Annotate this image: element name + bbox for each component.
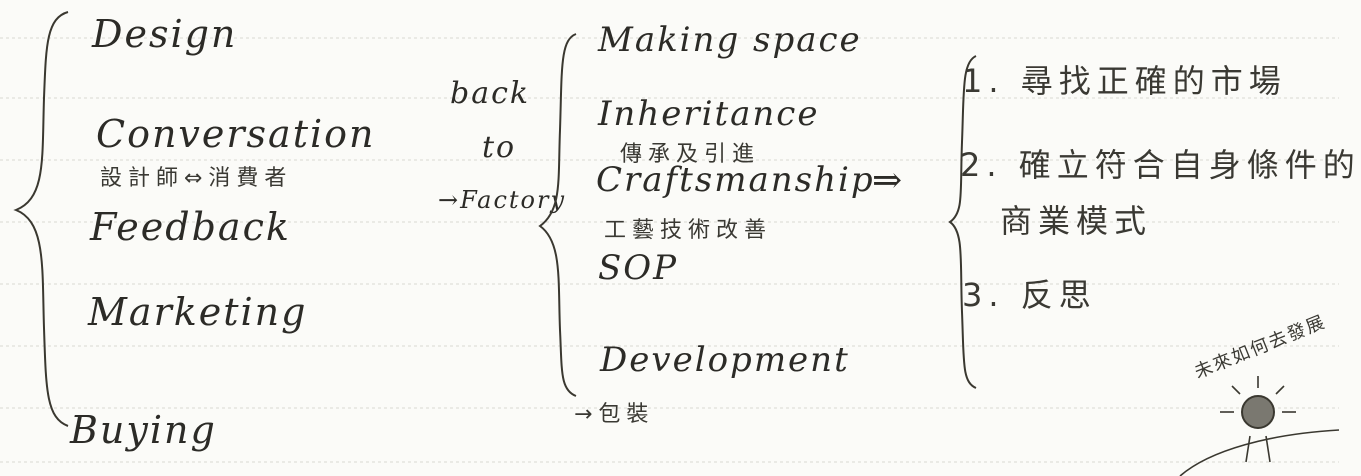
note-reflect: 3. 反思: [962, 276, 1097, 314]
note-conversation: Conversation: [96, 112, 376, 156]
note-find-market: 1. 尋找正確的市場: [962, 62, 1287, 100]
note-business-model: 商業模式: [1000, 202, 1153, 240]
sun-sketch: [1179, 376, 1340, 476]
note-craftsmanship: Craftsmanship: [596, 160, 875, 200]
note-establish-model: 2. 確立符合自身條件的: [960, 146, 1361, 184]
note-feedback: Feedback: [90, 205, 291, 249]
note-packaging: →包裝: [574, 402, 655, 427]
note-back: back: [450, 76, 531, 111]
middle-brace: [538, 33, 577, 397]
note-marketing: Marketing: [88, 290, 308, 334]
double-arrow-icon: ⇒: [872, 160, 905, 201]
note-design: Design: [92, 12, 238, 56]
left-brace: [13, 11, 69, 427]
note-designer-consumer: 設計師⇔消費者: [100, 166, 293, 191]
note-factory: →Factory: [438, 186, 567, 214]
note-to: to: [482, 130, 517, 165]
note-making-space: Making space: [598, 20, 862, 60]
note-inherit-introduce: 傳承及引進: [620, 142, 761, 167]
note-sop: SOP: [598, 248, 679, 288]
note-buying: Buying: [70, 408, 217, 452]
note-craft-improve: 工藝技術改善: [604, 218, 773, 243]
note-inheritance: Inheritance: [598, 94, 820, 134]
right-brace: [948, 55, 977, 389]
note-development: Development: [600, 340, 850, 380]
